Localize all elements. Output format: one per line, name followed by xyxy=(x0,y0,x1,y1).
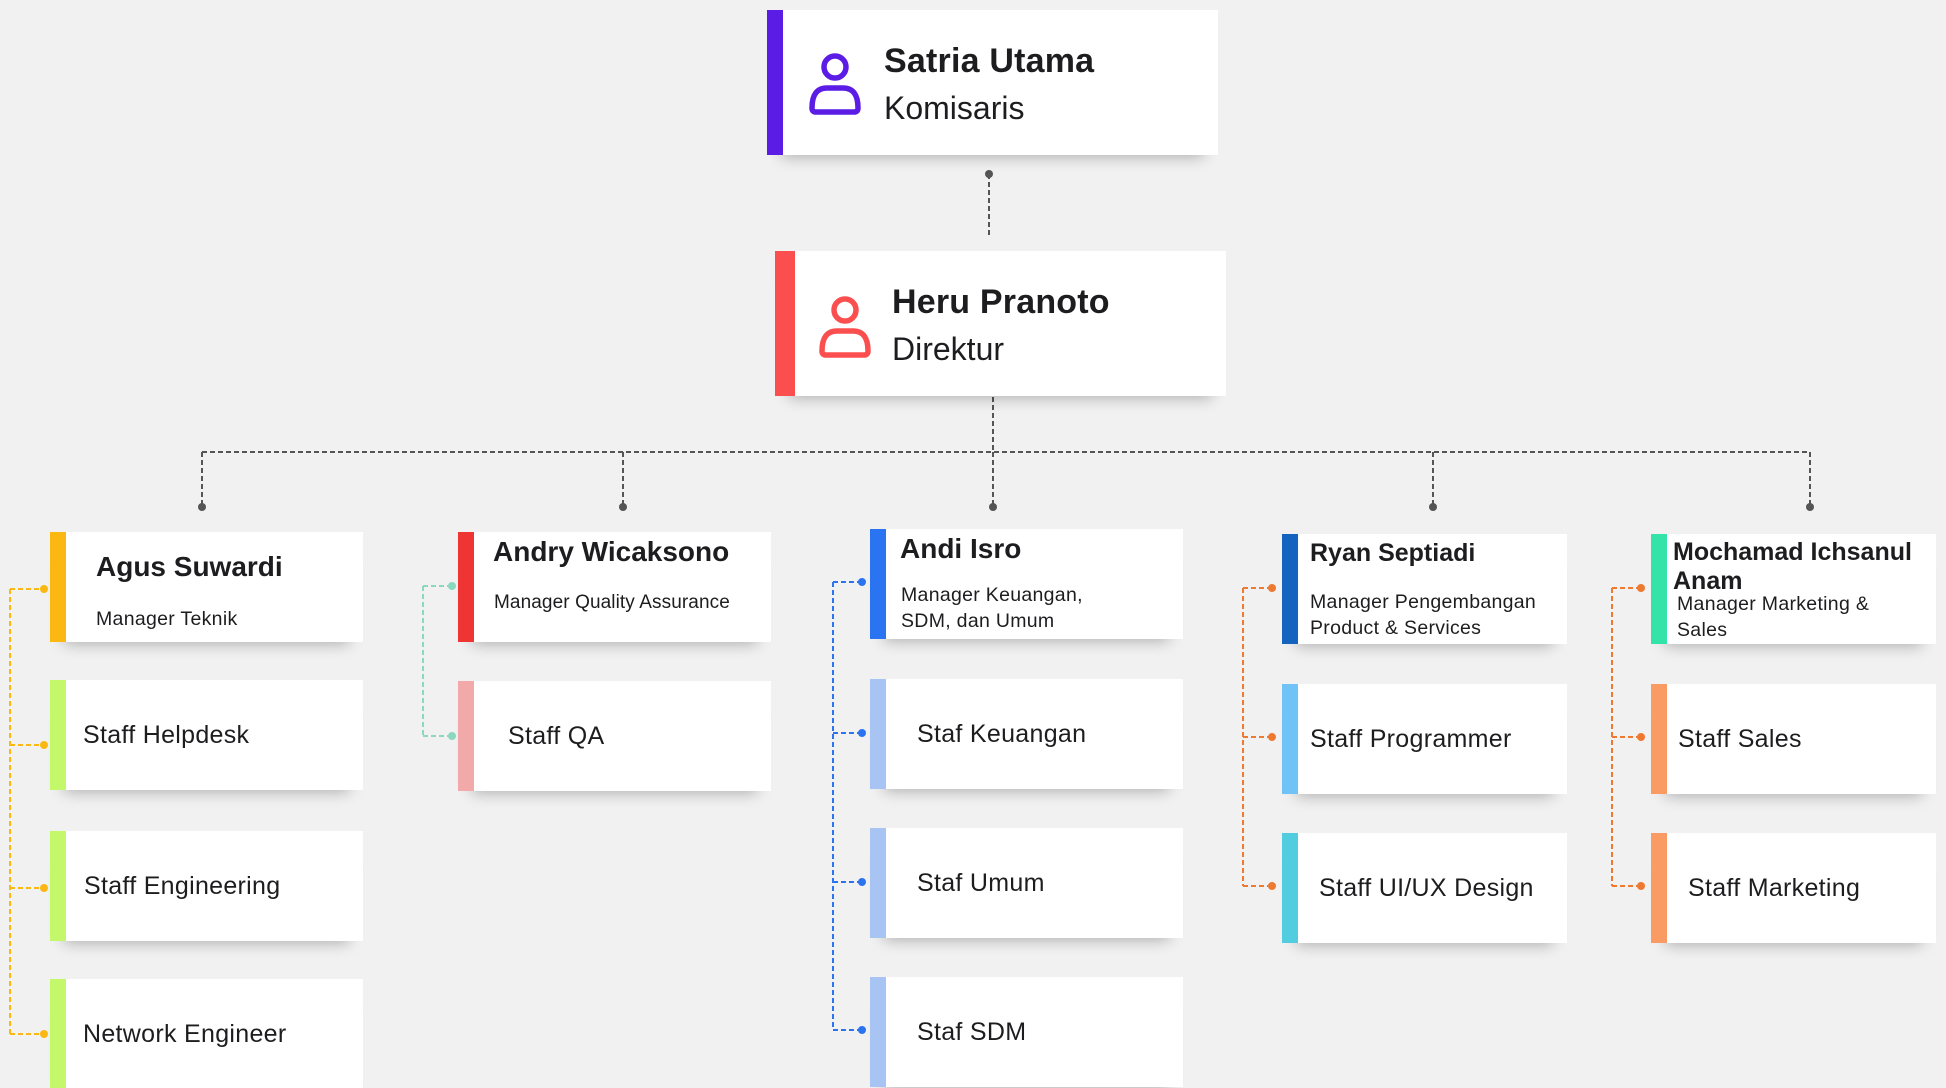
staff-label: Staff QA xyxy=(508,722,605,750)
manager-title: Manager Keuangan, SDM, dan Umum xyxy=(901,584,1083,632)
connector-dot xyxy=(40,585,48,593)
connector-dot xyxy=(1637,733,1645,741)
direktur-card[interactable]: Heru Pranoto Direktur xyxy=(775,251,1226,396)
connector-dot xyxy=(1268,584,1276,592)
staff-card-engineering[interactable]: Staff Engineering xyxy=(50,831,363,941)
staff-label: Staf SDM xyxy=(917,1018,1027,1046)
staff-label: Network Engineer xyxy=(83,1020,287,1048)
user-outline-icon xyxy=(809,53,861,115)
staff-card-sdm[interactable]: Staf SDM xyxy=(870,977,1183,1087)
staff-label: Staf Umum xyxy=(917,869,1045,897)
staff-label: Staff Sales xyxy=(1678,725,1802,753)
connector-dot xyxy=(40,884,48,892)
manager-card-keuangan[interactable]: Andi Isro Manager Keuangan, SDM, dan Umu… xyxy=(870,529,1183,639)
manager-name: Agus Suwardi xyxy=(96,551,283,582)
manager-title: Manager Quality Assurance xyxy=(494,592,730,613)
staff-label: Staf Keuangan xyxy=(917,720,1087,748)
connector-dot xyxy=(1637,584,1645,592)
manager-card-teknik[interactable]: Agus Suwardi Manager Teknik xyxy=(50,532,363,642)
komisaris-card[interactable]: Satria Utama Komisaris xyxy=(767,10,1218,155)
staff-accent-bar xyxy=(458,681,474,791)
staff-label: Staff Engineering xyxy=(84,872,281,900)
komisaris-name: Satria Utama xyxy=(884,42,1095,80)
direktur-title: Direktur xyxy=(892,331,1005,367)
staff-accent-bar xyxy=(1282,833,1298,943)
staff-card-network-engineer[interactable]: Network Engineer xyxy=(50,979,363,1088)
manager-title: Manager Pengembangan Product & Services xyxy=(1310,591,1537,639)
manager-name: Andry Wicaksono xyxy=(493,536,730,567)
manager-accent-bar xyxy=(50,532,66,642)
staff-card-umum[interactable]: Staf Umum xyxy=(870,828,1183,938)
connector-dot xyxy=(1806,503,1814,511)
staff-accent-bar xyxy=(50,680,66,790)
staff-card-sales[interactable]: Staff Sales xyxy=(1651,684,1936,794)
staff-accent-bar xyxy=(50,831,66,941)
manager-name: Ryan Septiadi xyxy=(1310,539,1476,567)
connector-dot xyxy=(40,741,48,749)
connector-dot xyxy=(1268,882,1276,890)
staff-accent-bar xyxy=(870,679,886,789)
manager-card-qa[interactable]: Andry Wicaksono Manager Quality Assuranc… xyxy=(458,532,771,642)
manager-title: Manager Teknik xyxy=(96,608,238,630)
staff-card-programmer[interactable]: Staff Programmer xyxy=(1282,684,1567,794)
manager-name: Andi Isro xyxy=(900,533,1022,564)
connector-dot xyxy=(198,503,206,511)
staff-card-keuangan[interactable]: Staf Keuangan xyxy=(870,679,1183,789)
connector-dot xyxy=(858,1026,866,1034)
manager-accent-bar xyxy=(1651,534,1667,644)
komisaris-title: Komisaris xyxy=(884,90,1025,126)
connector-dot xyxy=(1429,503,1437,511)
manager-card-pengembangan[interactable]: Ryan Septiadi Manager Pengembangan Produ… xyxy=(1282,534,1567,644)
staff-label: Staff Programmer xyxy=(1310,725,1512,753)
connector-dot xyxy=(40,1030,48,1038)
connector-dot xyxy=(985,170,993,178)
user-outline-icon xyxy=(819,296,871,358)
manager-accent-bar xyxy=(458,532,474,642)
manager-accent-bar xyxy=(1282,534,1298,644)
direktur-accent-bar xyxy=(775,251,795,396)
staff-card-marketing[interactable]: Staff Marketing xyxy=(1651,833,1936,943)
connector-dot xyxy=(858,578,866,586)
manager-accent-bar xyxy=(870,529,886,639)
connector-dot xyxy=(448,732,456,740)
staff-accent-bar xyxy=(1651,684,1667,794)
staff-label: Staff Helpdesk xyxy=(83,721,250,749)
direktur-name: Heru Pranoto xyxy=(892,283,1110,321)
staff-accent-bar xyxy=(870,977,886,1087)
manager-name: Mochamad Ichsanul Anam xyxy=(1673,538,1912,595)
connector-dot xyxy=(858,729,866,737)
staff-accent-bar xyxy=(1651,833,1667,943)
connector-dot xyxy=(858,878,866,886)
connector-dot xyxy=(1637,882,1645,890)
connector-dot xyxy=(619,503,627,511)
staff-card-qa[interactable]: Staff QA xyxy=(458,681,771,791)
staff-card-helpdesk[interactable]: Staff Helpdesk xyxy=(50,680,363,790)
staff-label: Staff UI/UX Design xyxy=(1319,874,1534,902)
connector-dot xyxy=(989,503,997,511)
staff-accent-bar xyxy=(870,828,886,938)
staff-accent-bar xyxy=(50,979,66,1088)
staff-card-uiux[interactable]: Staff UI/UX Design xyxy=(1282,833,1567,943)
staff-accent-bar xyxy=(1282,684,1298,794)
manager-card-marketing[interactable]: Mochamad Ichsanul Anam Manager Marketing… xyxy=(1651,534,1936,644)
staff-label: Staff Marketing xyxy=(1688,874,1861,902)
connector-dot xyxy=(1268,733,1276,741)
manager-title: Manager Marketing & Sales xyxy=(1677,593,1870,641)
connector-dot xyxy=(448,582,456,590)
komisaris-accent-bar xyxy=(767,10,783,155)
